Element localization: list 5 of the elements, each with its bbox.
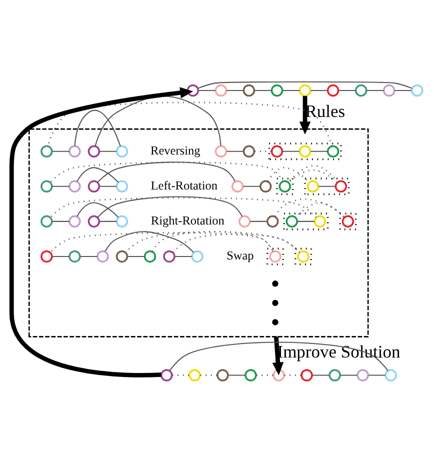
label: Left-Rotation [150,178,218,193]
label: Right-Rotation [150,214,224,228]
edge-label: Rules [305,100,346,121]
label: Reversing [150,144,200,158]
label: Swap [226,248,254,263]
